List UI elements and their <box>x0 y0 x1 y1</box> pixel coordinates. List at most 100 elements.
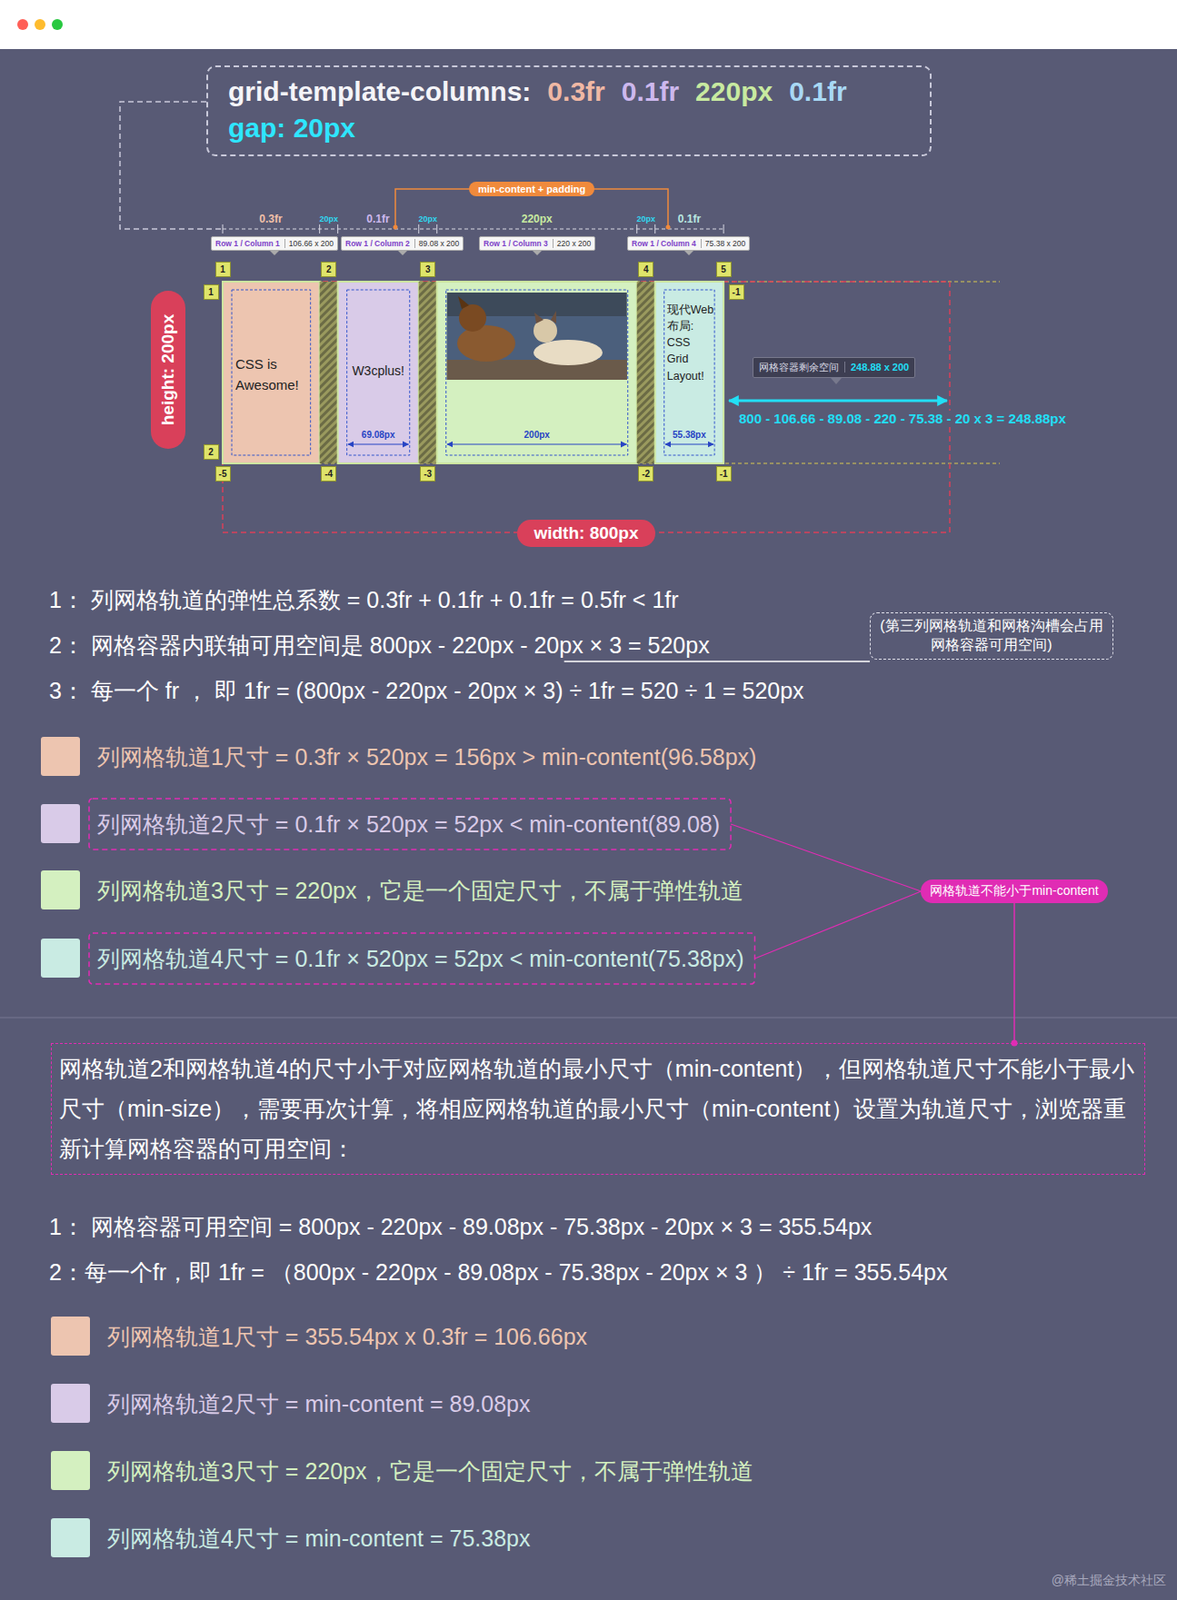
node-text: 220 x 200 <box>552 239 591 249</box>
space-tooltip: 网格容器剩余空间 248.88 x 200 <box>752 357 916 379</box>
node-text: 0.3fr <box>547 76 605 107</box>
track-tooltip: Row 1 / Column 1 106.66 x 200 <box>210 236 339 251</box>
grid-cell <box>222 281 320 464</box>
track-size: 0.1fr <box>366 212 390 226</box>
line-number-badge: -5 <box>215 466 231 482</box>
track-size: 0.1fr <box>678 212 701 226</box>
legend-swatch <box>40 870 80 910</box>
track-size: 0.3fr <box>259 212 282 226</box>
grid-item: 现代Web布局: CSS Grid Layout! 55.38px <box>655 281 724 464</box>
watermark: @稀土掘金技术社区 <box>1051 1573 1167 1589</box>
content-box <box>231 289 715 456</box>
line-number-badge: 1 <box>203 284 220 300</box>
node-text: Row 1 / Column 1 <box>215 239 280 249</box>
gap-size: 20px <box>636 214 656 225</box>
node-text: -1 <box>732 287 741 298</box>
free-space-arrow <box>728 399 948 403</box>
node-text: 2 <box>208 447 214 458</box>
node-text: 200px <box>437 429 638 440</box>
grid-cell <box>338 281 419 464</box>
highlight-box <box>89 798 731 850</box>
node-text: 106.66 x 200 <box>284 239 334 249</box>
track-size: 220px <box>521 212 553 226</box>
node-text: 0.1fr <box>788 76 847 107</box>
free-space-formula: 800 - 106.66 - 89.08 - 220 - 75.38 - 20 … <box>736 410 1069 428</box>
explanation-box: 网格轨道2和网格轨道4的尺寸小于对应网格轨道的最小尺寸（min-content）… <box>50 1043 1146 1176</box>
size-arrow <box>665 443 714 445</box>
node-text: 248.88 x 200 <box>844 361 909 373</box>
line-number-badge: 3 <box>419 261 436 278</box>
line-number-badge: -1 <box>728 284 745 300</box>
legend-text: 列网格轨道3尺寸 = 220px，它是一个固定尺寸，不属于弹性轨道 <box>107 1456 754 1487</box>
photo <box>447 292 628 380</box>
dimension-line <box>222 229 725 230</box>
highlight-box <box>89 933 755 985</box>
leader-line <box>730 824 921 892</box>
line-number-badge: 2 <box>320 261 337 278</box>
line-number-badge: 2 <box>203 444 220 460</box>
node-text: 3 <box>425 264 431 275</box>
line-number-badge: -1 <box>716 466 732 482</box>
node-text: 现代Web布局: CSS Grid Layout! <box>667 301 715 385</box>
legend-swatch <box>40 938 80 978</box>
grid-cell <box>437 281 638 464</box>
legend-text: 列网格轨道1尺寸 = 355.54px x 0.3fr = 106.66px <box>107 1322 588 1353</box>
legend-swatch <box>50 1316 90 1357</box>
node-text: 网格容器剩余空间 <box>758 361 839 373</box>
legend-text: 列网格轨道4尺寸 = 0.1fr × 520px = 52px < min-co… <box>97 944 744 975</box>
line-number-badge: 5 <box>716 261 732 278</box>
legend-swatch <box>50 1451 90 1491</box>
width-pill: width: 800px <box>517 519 655 548</box>
line-number-badge: -2 <box>638 466 654 482</box>
line-number-badge: 4 <box>638 261 654 278</box>
node-text: 网格轨道2和网格轨道4的尺寸小于对应网格轨道的最小尺寸（min-content）… <box>59 1056 1135 1162</box>
node-text: 2 <box>326 264 332 275</box>
code-box: grid-template-columns: 0.3fr 0.1fr 220px 0.1… <box>206 65 932 157</box>
connector <box>1013 903 1016 1044</box>
calc-step: 2： 网格容器内联轴可用空间是 800px - 220px - 20px × 3… <box>49 631 710 659</box>
legend-text: 列网格轨道2尺寸 = min-content = 89.08px <box>107 1389 530 1420</box>
node-text: 69.08px <box>338 429 419 440</box>
node-text: 网格轨道不能小于min-content <box>929 883 1098 898</box>
legend-text: 列网格轨道4尺寸 = min-content = 75.38px <box>107 1524 530 1555</box>
grid-item: CSS is Awesome! <box>222 281 320 464</box>
node-text: 55.38px <box>655 429 724 440</box>
underline <box>564 660 870 663</box>
node-text: (第三列网格轨道和网格沟槽会占用网格容器可用空间) <box>879 618 1103 653</box>
node-text: grid-template-columns: <box>228 76 531 107</box>
legend-text: 列网格轨道3尺寸 = 220px，它是一个固定尺寸，不属于弹性轨道 <box>97 876 744 907</box>
dimension-ticks <box>222 224 724 234</box>
node-text: 89.08 x 200 <box>414 239 459 249</box>
node-text: -2 <box>641 468 650 479</box>
window-bar <box>0 0 1177 50</box>
node-text: Row 1 / Column 2 <box>345 239 410 249</box>
line-number-badge: 1 <box>215 261 231 278</box>
node-text: Row 1 / Column 3 <box>483 239 549 249</box>
height-pill: height: 200px <box>150 290 186 449</box>
node-text: min-content + padding <box>478 183 586 195</box>
node-text: 0.1fr <box>621 76 679 107</box>
grid-container-outline <box>222 281 950 533</box>
node-text: CSS is Awesome! <box>235 354 312 396</box>
legend-swatch <box>40 804 80 844</box>
legend-text: 列网格轨道1尺寸 = 0.3fr × 520px = 156px > min-c… <box>97 742 757 773</box>
window-dot <box>17 19 29 30</box>
node-text: gap: 20px <box>228 112 894 144</box>
grid-gap <box>319 281 339 464</box>
leader-line <box>754 891 921 959</box>
legend-swatch <box>50 1384 90 1424</box>
track-tooltip: Row 1 / Column 2 89.08 x 200 <box>340 236 464 251</box>
node-text: Row 1 / Column 4 <box>631 239 697 249</box>
grid-item: W3cplus! 69.08px <box>338 281 419 464</box>
node-text: 220px <box>695 76 773 107</box>
track-tooltip: Row 1 / Column 3220 x 200 <box>478 236 596 251</box>
node-text: 1 <box>208 287 214 298</box>
window-dot <box>34 19 46 30</box>
node-text: width: 800px <box>533 523 639 543</box>
node-text: -4 <box>324 468 333 479</box>
node-text: W3cplus! <box>338 363 419 379</box>
calc-step: 1： 列网格轨道的弹性总系数 = 0.3fr + 0.1fr + 0.1fr =… <box>49 586 679 614</box>
node-text: -3 <box>423 468 432 479</box>
separator <box>0 1017 1177 1019</box>
track-tooltip: Row 1 / Column 475.38 x 200 <box>627 236 750 251</box>
